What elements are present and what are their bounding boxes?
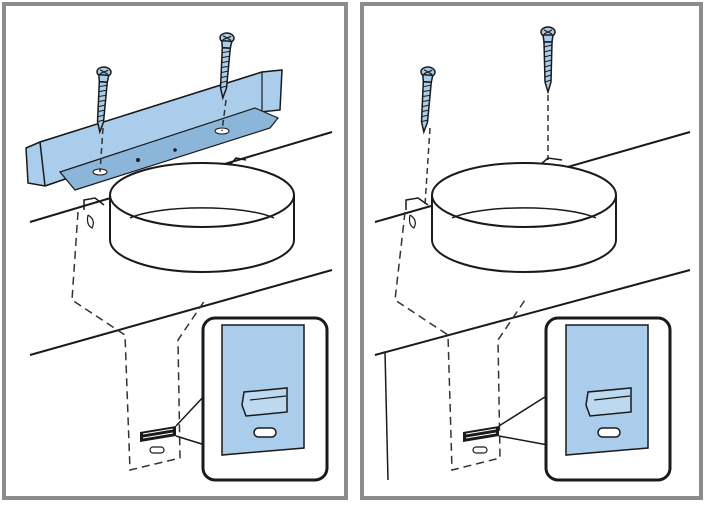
hood-slot bbox=[140, 426, 176, 454]
panel-right bbox=[360, 2, 703, 500]
screw-path-1 bbox=[424, 127, 431, 206]
panel-left bbox=[2, 2, 348, 500]
duct-ring-icon bbox=[109, 162, 295, 273]
mounting-bracket bbox=[25, 69, 283, 191]
hidden-hood-outline bbox=[71, 211, 206, 471]
wall-clip bbox=[83, 197, 105, 210]
detail-callout-icon bbox=[544, 316, 672, 482]
screw-path-1 bbox=[99, 127, 104, 173]
callout-line bbox=[498, 394, 549, 427]
screw-path-2 bbox=[221, 99, 227, 132]
hood-slot bbox=[463, 426, 499, 454]
ceiling-back-edge bbox=[374, 269, 691, 356]
hidden-hood-outline bbox=[394, 211, 526, 471]
detail-callout-icon bbox=[201, 316, 329, 482]
wall-clip bbox=[405, 197, 429, 210]
cabinet-edge bbox=[374, 350, 389, 481]
callout-line bbox=[175, 394, 206, 427]
ceiling-back-edge bbox=[29, 269, 333, 356]
duct-ring-icon bbox=[431, 162, 617, 273]
